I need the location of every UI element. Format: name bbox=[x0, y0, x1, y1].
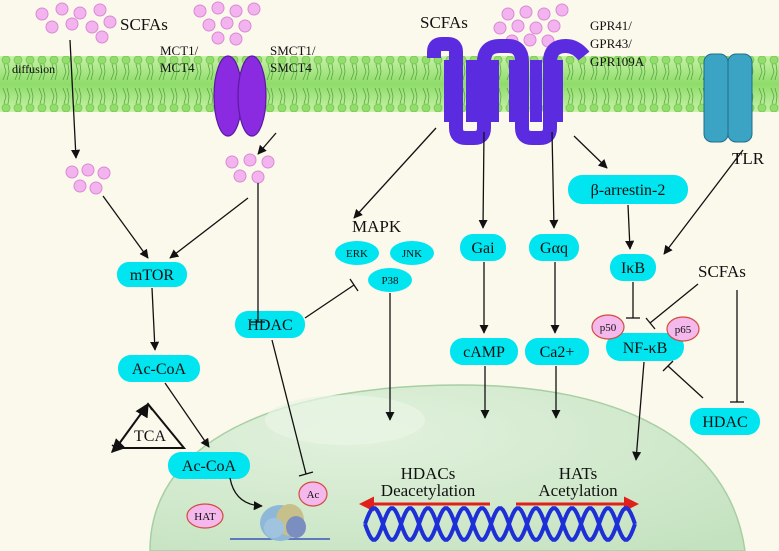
barrestin-label: β-arrestin-2 bbox=[591, 182, 666, 199]
gpcr-receptor bbox=[427, 37, 590, 145]
ca-node: Ca2+ bbox=[525, 338, 589, 365]
hat-tag: HAT bbox=[186, 503, 224, 529]
p65-node: p65 bbox=[666, 316, 700, 342]
camp-label: cAMP bbox=[463, 344, 505, 361]
tlr-receptor bbox=[703, 53, 753, 143]
smct-label: SMCT1/SMCT4 bbox=[270, 43, 316, 75]
tca-label: TCA bbox=[134, 428, 166, 445]
acoa-1-label: Ac-CoA bbox=[132, 361, 187, 378]
gaq-label: Gαq bbox=[540, 240, 568, 257]
mct-transporter bbox=[213, 55, 267, 137]
camp-node: cAMP bbox=[450, 338, 518, 365]
ac-label: Ac bbox=[307, 489, 320, 501]
p65-label: p65 bbox=[675, 324, 692, 336]
hdac-left-node: HDAC bbox=[235, 311, 305, 338]
hdac-left-label: HDAC bbox=[247, 317, 292, 334]
pathway-arrows bbox=[69, 39, 744, 511]
mtor-label: mTOR bbox=[130, 267, 174, 284]
gai-label: Gai bbox=[471, 240, 495, 257]
p38-node bbox=[368, 268, 412, 292]
nucleosome bbox=[230, 504, 330, 541]
erk-label: ERK bbox=[346, 248, 368, 260]
scfa-dots-receptor bbox=[493, 3, 569, 48]
dna-strand bbox=[363, 506, 637, 542]
erk-node bbox=[335, 241, 379, 265]
cell-membrane bbox=[0, 56, 779, 112]
diffusion-label: diffusion bbox=[12, 62, 55, 76]
nfkb-node: NF-κB bbox=[606, 333, 684, 361]
barrestin-node: β-arrestin-2 bbox=[568, 175, 688, 204]
gpr-label: GPR41/GPR43/GPR109A bbox=[590, 18, 645, 69]
p50-label: p50 bbox=[600, 322, 617, 334]
hdac-right-label: HDAC bbox=[702, 414, 747, 431]
mapk-label: MAPK bbox=[352, 217, 402, 236]
inhibition-lines bbox=[251, 183, 744, 477]
scfa-dots-top-left bbox=[35, 2, 117, 44]
acoa-2-label: Ac-CoA bbox=[182, 458, 237, 475]
p50-node: p50 bbox=[591, 314, 625, 340]
hdac-right-node: HDAC bbox=[690, 408, 760, 435]
acoa-1-node: Ac-CoA bbox=[118, 355, 200, 382]
gaq-node: Gαq bbox=[529, 234, 579, 261]
tca-cycle: TCA bbox=[111, 402, 187, 449]
hats-label: HATs bbox=[559, 464, 597, 483]
ikb-node: IκB bbox=[610, 254, 656, 281]
ikb-label: IκB bbox=[621, 260, 645, 277]
scfa-label-top-mid: SCFAs bbox=[420, 13, 468, 32]
ca-label: Ca2+ bbox=[540, 344, 575, 361]
jnk-label: JNK bbox=[402, 248, 422, 260]
hat-label: HAT bbox=[194, 511, 216, 523]
scfa-dots-mct bbox=[193, 1, 261, 46]
gpcr-helices bbox=[444, 60, 563, 122]
dna-strand bbox=[363, 506, 637, 542]
scfa-label-top-left: SCFAs bbox=[120, 15, 168, 34]
acetylation-label: Acetylation bbox=[538, 481, 618, 500]
p38-label: P38 bbox=[381, 275, 399, 287]
hdacs-label: HDACs bbox=[401, 464, 456, 483]
scfa-label-right: SCFAs bbox=[698, 262, 746, 281]
acoa-2-node: Ac-CoA bbox=[168, 452, 250, 479]
deacetylation-label: Deacetylation bbox=[381, 481, 476, 500]
mtor-node: mTOR bbox=[117, 262, 187, 287]
ac-tag: Ac bbox=[298, 481, 328, 507]
nfkb-label: NF-κB bbox=[623, 340, 668, 357]
scfa-dots-inside-left bbox=[65, 153, 275, 195]
jnk-node bbox=[390, 241, 434, 265]
mct-label: MCT1/MCT4 bbox=[160, 43, 199, 75]
dna-helix bbox=[363, 506, 637, 542]
gai-node: Gai bbox=[460, 234, 506, 261]
